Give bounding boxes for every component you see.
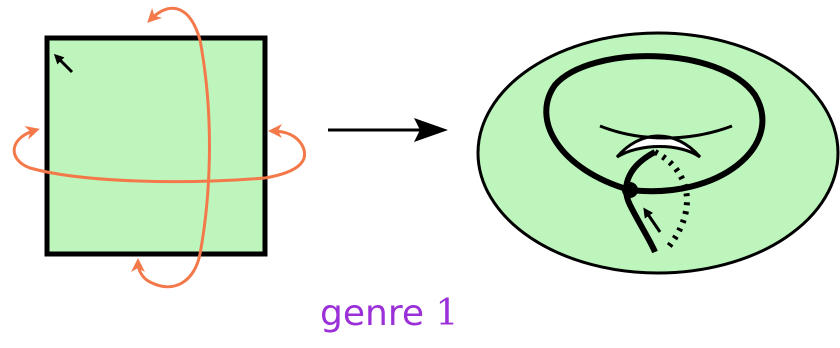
base-point (622, 182, 638, 198)
meridian-curve-hidden (653, 149, 690, 252)
torus-hole (615, 134, 702, 159)
genus-caption: genre 1 (320, 296, 458, 332)
caption-word: genre (320, 293, 424, 334)
torus-hole-upper-edge (599, 124, 733, 140)
horizontal-gluing-loop (264, 124, 307, 180)
caption-number: 1 (435, 293, 459, 334)
horizontal-gluing-loop-left (12, 126, 266, 184)
corner-arrow (53, 53, 74, 74)
square-face (44, 35, 268, 257)
longitude-curve (543, 53, 766, 195)
meridian-curve (623, 149, 658, 254)
torus-diagram (476, 31, 840, 275)
basepoint-arrow (643, 207, 662, 233)
vertical-gluing-loop (147, 6, 211, 255)
vertical-gluing-loop-bottom (131, 253, 202, 289)
torus-surface (476, 31, 840, 275)
square-diagram (12, 6, 307, 289)
